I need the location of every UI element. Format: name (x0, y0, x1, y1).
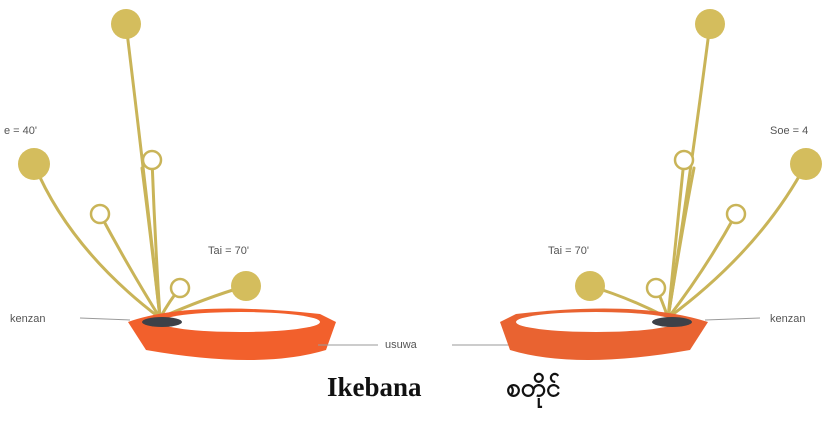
right-label-tai: Tai = 70' (548, 245, 589, 257)
right-flower-tai (575, 271, 605, 301)
left-bud-3 (169, 277, 191, 299)
left-bowl (128, 308, 336, 360)
right-stem-soe (666, 162, 808, 320)
left-stem-bud-2 (140, 166, 162, 320)
right-bowl (500, 308, 708, 360)
left-bowl-rim (160, 312, 320, 332)
left-label-kenzan: kenzan (10, 313, 45, 325)
left-stem-soe (32, 162, 162, 320)
left-kenzan (142, 317, 182, 327)
left-stem-bud-3 (98, 212, 162, 320)
left-flower-tai (231, 271, 261, 301)
right-bud-2 (725, 203, 747, 225)
right-label-soe: Soe = 4 (770, 125, 808, 137)
right-kenzan (652, 317, 692, 327)
caption-style: စတိုင် (506, 373, 561, 403)
right-flower-soe (790, 148, 822, 180)
left-label-soe: e = 40' (4, 125, 37, 137)
left-bud-1 (141, 149, 163, 171)
left-stems (32, 22, 248, 320)
right-bud-3 (645, 277, 667, 299)
right-kenzan-leader (704, 317, 761, 321)
right-label-kenzan: kenzan (770, 313, 805, 325)
right-bud-1 (673, 149, 695, 171)
right-bowl-rim (516, 312, 676, 332)
center-label-usuwa: usuwa (385, 339, 418, 351)
right-stem-bud-3 (666, 212, 738, 320)
left-bud-2 (89, 203, 111, 225)
left-flower-shin (111, 9, 141, 39)
left-kenzan-leader (79, 317, 131, 321)
right-flower-shin (695, 9, 725, 39)
left-flower-soe (18, 148, 50, 180)
right-stem-bud-2 (666, 166, 696, 320)
right-arrangement: Soe = 4 Tai = 70' kenzan (500, 9, 822, 360)
right-stems (588, 22, 808, 320)
caption-ikebana: Ikebana (327, 372, 422, 402)
left-label-tai: Tai = 70' (208, 245, 249, 257)
left-arrangement: e = 40' Tai = 70' kenzan (4, 9, 336, 360)
